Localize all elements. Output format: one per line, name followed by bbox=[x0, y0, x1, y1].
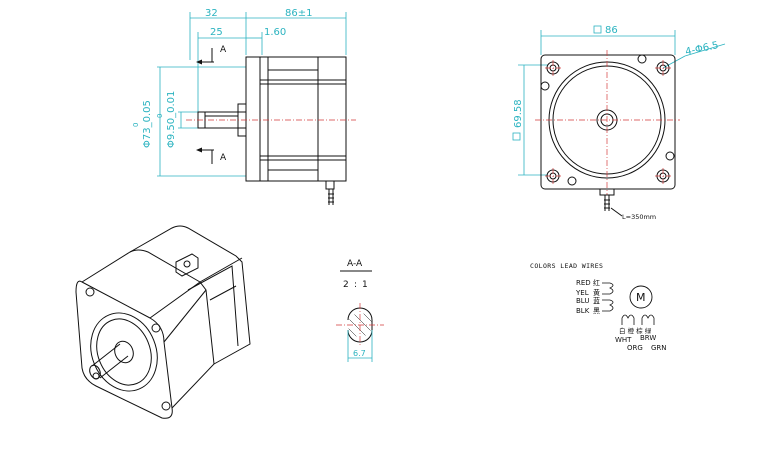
arrow-head bbox=[196, 147, 202, 153]
dim-phi73-label: Φ73_0.05 bbox=[142, 100, 153, 148]
iso-flange-side bbox=[171, 281, 215, 409]
square-symbol bbox=[593, 25, 602, 34]
iso-body bbox=[129, 225, 251, 365]
square-symbol bbox=[512, 132, 521, 141]
iso-mount-hole bbox=[85, 287, 95, 297]
dim-phi95-label: Φ9.50_0.01 bbox=[166, 91, 177, 148]
section-title: A-A bbox=[347, 259, 363, 269]
dim-160-label: 1.60 bbox=[264, 27, 286, 38]
body-screw bbox=[637, 54, 647, 64]
section-label-bottom: A bbox=[220, 153, 227, 163]
lead-wires bbox=[604, 195, 610, 211]
iso-pilot-outer bbox=[90, 312, 158, 392]
side-view: 32 86±1 25 1.60 Φ73_0.05 0 Φ9.50_0.01 0 … bbox=[132, 8, 356, 205]
iso-edge bbox=[199, 257, 243, 283]
motor-body bbox=[259, 56, 347, 182]
lead-wires bbox=[328, 189, 334, 205]
coil-d bbox=[641, 314, 655, 325]
scale-left: 2 bbox=[343, 280, 349, 290]
wire-wht: WHT bbox=[615, 336, 632, 344]
dim-32-label: 32 bbox=[205, 8, 218, 19]
leader-line bbox=[684, 43, 726, 57]
body-screw bbox=[665, 151, 675, 161]
coil-a bbox=[602, 282, 614, 295]
dim-25-label: 25 bbox=[210, 27, 223, 38]
lead-exit bbox=[599, 188, 615, 196]
dim-holes-label: 4-Φ6.5 bbox=[684, 40, 719, 58]
section-width-label: 6.7 bbox=[353, 349, 366, 358]
iso-shaft bbox=[91, 343, 129, 379]
body-screw bbox=[540, 81, 550, 91]
wire-cn-blu: 蓝 bbox=[593, 296, 600, 305]
wire-code-blk: BLK bbox=[576, 307, 590, 315]
wire-cn-red: 红 bbox=[593, 278, 600, 287]
iso-body-band bbox=[209, 285, 237, 301]
iso-edge bbox=[163, 289, 207, 343]
iso-body-band bbox=[187, 265, 239, 347]
motor-symbol-label: M bbox=[636, 291, 646, 304]
leader-line bbox=[610, 207, 623, 217]
front-view: 86 69.58 4-Φ6.5 bbox=[512, 25, 726, 221]
flange-face bbox=[540, 54, 676, 190]
arrow-head bbox=[196, 59, 202, 65]
leader-line bbox=[662, 55, 686, 69]
wire-code-yel: YEL bbox=[575, 289, 589, 297]
dim-6958-label: 69.58 bbox=[513, 99, 524, 128]
wire-brw: BRW bbox=[640, 334, 656, 342]
coil-b bbox=[602, 299, 614, 312]
flange bbox=[245, 56, 261, 182]
coil-c bbox=[621, 314, 635, 325]
dim-86-label: 86±1 bbox=[285, 8, 312, 19]
wiring-diagram: COLORS LEAD WIRES RED 红 YEL 黄 BLU 蓝 BLK … bbox=[530, 262, 667, 352]
iso-lead-exit bbox=[175, 253, 199, 277]
wire-code-blu: BLU bbox=[576, 297, 589, 305]
body-screw bbox=[567, 176, 577, 186]
iso-lead-hole bbox=[183, 260, 191, 268]
lead-exit bbox=[325, 180, 335, 190]
dim-86-label: 86 bbox=[605, 25, 618, 36]
wiring-title: COLORS LEAD WIRES bbox=[530, 262, 603, 270]
scale-right: 1 bbox=[362, 280, 368, 290]
scale-sep: : bbox=[354, 280, 357, 290]
section-label-top: A bbox=[220, 45, 227, 55]
iso-mount-hole bbox=[151, 323, 161, 333]
dim-phi95-upper: 0 bbox=[156, 114, 164, 118]
section-hatch bbox=[348, 313, 372, 337]
iso-boss bbox=[114, 340, 134, 364]
wire-code-red: RED bbox=[576, 279, 591, 287]
wire-cn-blk: 黑 bbox=[593, 307, 600, 315]
isometric-view bbox=[75, 225, 251, 419]
iso-mount-hole bbox=[161, 401, 171, 411]
wire-cn-yel: 黄 bbox=[593, 288, 600, 297]
lead-length-label: L=350mm bbox=[622, 213, 656, 221]
motor-symbol-circle bbox=[629, 285, 653, 309]
wire-cn-bottom: 白 橙 棕 绿 bbox=[619, 326, 652, 335]
iso-flange-front bbox=[75, 280, 173, 419]
wire-org: ORG bbox=[627, 344, 643, 352]
section-view: A-A 2 : 1 6.7 bbox=[336, 259, 384, 362]
iso-flange-top bbox=[81, 249, 201, 319]
iso-pilot-inner bbox=[96, 318, 152, 386]
wire-grn: GRN bbox=[651, 344, 667, 352]
dim-phi73-upper: 0 bbox=[132, 123, 140, 127]
iso-mount-hole bbox=[92, 372, 100, 380]
